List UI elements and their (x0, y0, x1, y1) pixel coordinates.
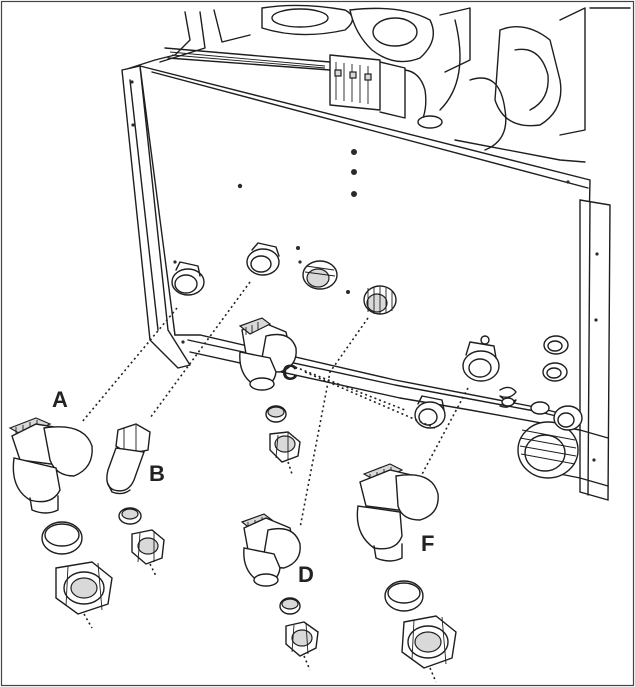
panel-holes (542, 335, 569, 382)
washer-icon (41, 521, 83, 555)
nut-icon (55, 561, 113, 615)
valve-icon (356, 463, 439, 562)
washer-icon (279, 597, 301, 615)
stub-middle (302, 260, 338, 290)
fitting-b (106, 423, 165, 577)
valve-c (238, 317, 301, 475)
valve-icon (238, 317, 297, 391)
nut-icon (131, 529, 165, 565)
washer-icon (265, 405, 287, 423)
stub-gas (517, 421, 579, 479)
stub-right-small (530, 401, 583, 431)
nut-icon (285, 621, 319, 657)
label-b: B (149, 461, 165, 486)
boiler-internals (129, 4, 631, 163)
stub-d (363, 285, 397, 315)
stub-small-spring (499, 386, 517, 408)
stub-lower-left (414, 395, 446, 429)
washer-icon (384, 580, 424, 612)
stub-a (171, 261, 205, 296)
valve-f (356, 463, 457, 683)
label-c: C (282, 360, 298, 385)
fitting-icon (106, 423, 151, 495)
stub-f (462, 335, 500, 382)
valve-a (8, 417, 113, 629)
label-a: A (52, 387, 68, 412)
boiler-connection-stubs (171, 242, 583, 479)
nut-icon (269, 431, 301, 463)
washer-icon (118, 507, 142, 525)
stub-b (246, 242, 280, 276)
valve-d (240, 513, 319, 671)
valve-icon (240, 513, 301, 587)
label-d: D (298, 562, 314, 587)
label-f: F (421, 531, 434, 556)
nut-icon (401, 615, 457, 669)
valve-icon (8, 417, 93, 514)
connection-guides (81, 281, 469, 529)
